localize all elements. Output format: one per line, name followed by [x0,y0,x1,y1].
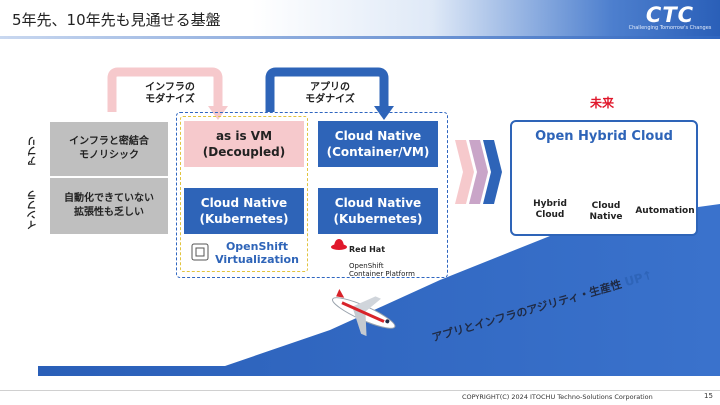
app-modernize-arrowhead [374,106,394,120]
header-divider [0,36,720,39]
automation-label: Automation [635,206,695,216]
current-app-box: インフラと密結合 モノリシック [50,122,168,176]
openshift-virtualization-icon [191,243,209,261]
cloud-native-container-vm-tile: Cloud Native (Container/VM) [318,121,438,167]
infra-modernize-label: インフラの モダナイズ [145,82,195,105]
logo-tagline: Challenging Tomorrow's Changes [628,25,712,31]
chevron-1-icon [455,140,474,204]
as-is-vm-tile: as is VM (Decoupled) [184,121,304,167]
cloud-native-kubernetes-tile-2: Cloud Native (Kubernetes) [318,188,438,234]
open-hybrid-cloud-box: Open Hybrid Cloud [510,120,698,236]
header-bar [0,0,720,36]
chevron-3-icon [483,140,502,204]
future-label: 未来 [590,96,615,110]
cloud-native-label: Cloud Native [589,201,623,222]
airplane-icon [332,289,396,337]
cloud-native-kubernetes-tile-1: Cloud Native (Kubernetes) [184,188,304,234]
redhat-openshift-label: Red Hat OpenShift Container Platform [349,238,449,286]
chevron-2-icon [469,140,488,204]
logo-text: CTC [645,3,695,27]
redhat-brand: Red Hat [349,245,386,254]
copyright: COPYRIGHT(C) 2024 ITOCHU Techno-Solution… [462,393,653,401]
openshift-virtualization-label: OpenShift Virtualization [215,240,299,266]
app-modernize-label: アプリの モダナイズ [305,82,355,105]
modernize-zone [176,112,448,278]
rising-slope [38,204,720,376]
row-label-infra: インフラ [28,190,39,230]
hybrid-cloud-label: Hybrid Cloud [533,199,567,220]
redhat-product: OpenShift Container Platform [349,262,415,278]
slide-title: 5年先、10年先も見通せる基盤 [12,11,221,29]
row-label-app: アプリ [28,136,39,166]
virtualization-zone [180,116,308,272]
ctc-logo: CTC Challenging Tomorrow's Changes [628,3,712,33]
footer-divider [0,390,720,391]
infra-modernize-arrow [107,67,223,112]
app-modernize-arrow [265,67,389,112]
page-number: 15 [704,392,713,400]
infra-modernize-arrowhead [208,106,228,120]
open-hybrid-cloud-title: Open Hybrid Cloud [535,129,673,144]
current-infra-box: 自動化できていない 拡張性も乏しい [50,178,168,234]
redhat-hat-icon [331,239,347,250]
